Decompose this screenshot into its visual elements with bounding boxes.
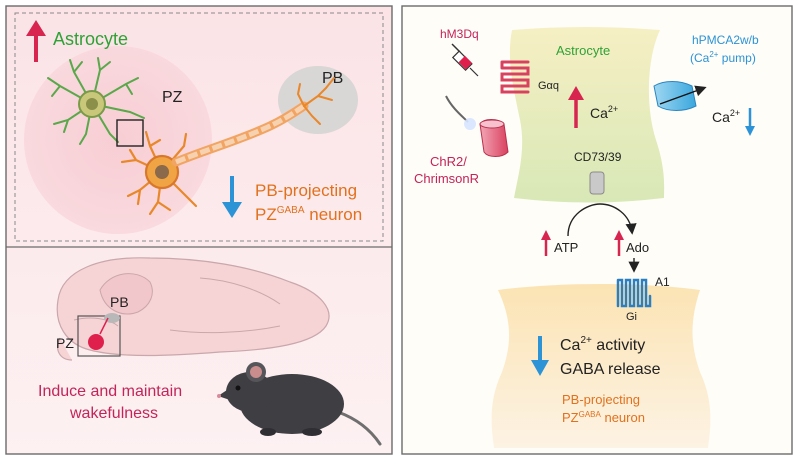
atp-label: ATP xyxy=(554,240,578,255)
brain-zoom-box xyxy=(77,315,121,357)
chr2-label-line1: ChR2/ xyxy=(430,154,467,169)
gaq-receptor-icon xyxy=(500,60,530,94)
conversion-arrow xyxy=(567,203,637,237)
brain-pz-label: PZ xyxy=(56,335,74,351)
left-panel: Astrocyte PZ PB xyxy=(5,5,393,455)
chr2-label-line2: ChrimsonR xyxy=(414,171,479,186)
extracellular-ca-label: Ca2+ xyxy=(712,108,740,125)
ado-label: Ado xyxy=(626,240,649,255)
dashed-inset-box xyxy=(14,12,384,242)
brain-pb-spot xyxy=(104,313,120,323)
neuron-body xyxy=(491,284,711,448)
projection-arrow xyxy=(99,317,109,335)
mouse-illustration xyxy=(217,362,382,446)
brain-sagittal xyxy=(56,257,330,361)
gaba-neuron-cell xyxy=(120,130,198,216)
extracellular-ca-decrease-arrow xyxy=(745,108,755,136)
ca-activity-label: Ca2+ activity xyxy=(560,335,645,354)
pb-region xyxy=(278,66,358,134)
zoom-box xyxy=(116,119,144,147)
astrocyte-increase-arrow xyxy=(26,20,46,62)
astrocyte-label: Astrocyte xyxy=(53,29,128,49)
astrocyte-ca-increase-arrow xyxy=(568,86,584,128)
pz-region xyxy=(24,46,212,234)
pump-label-line1: hPMCA2w/b xyxy=(692,33,759,47)
syringe-icon xyxy=(451,43,479,77)
optic-fiber-icon xyxy=(445,95,476,130)
neuron-label-line2: PZGABA neuron xyxy=(255,205,362,224)
neuron-effect-decrease-arrow xyxy=(531,336,549,376)
axon xyxy=(171,101,309,167)
pump-label-line2: (Ca2+ pump) xyxy=(690,50,756,65)
a1-label: A1 xyxy=(655,275,670,289)
chr2-channel-icon xyxy=(479,119,509,157)
gaba-release-label: GABA release xyxy=(560,361,661,378)
cd73-enzyme-icon xyxy=(589,171,605,195)
astrocyte-title: Astrocyte xyxy=(556,43,610,58)
neuron-label-line2: PZGABA neuron xyxy=(562,410,645,425)
ado-increase-arrow xyxy=(614,230,624,256)
right-panel: Astrocyte hM3Dq Gαq ChR2/ ChrimsonR xyxy=(401,5,793,455)
a1-receptor-icon xyxy=(616,278,652,308)
hm3dq-label: hM3Dq xyxy=(440,27,479,41)
gaq-label: Gαq xyxy=(538,80,559,92)
pz-label: PZ xyxy=(162,89,183,106)
cd73-label: CD73/39 xyxy=(574,150,622,164)
axon-terminal xyxy=(296,77,335,125)
neuron-label-line1: PB-projecting xyxy=(562,392,640,407)
astrocyte-ca-label: Ca2+ xyxy=(590,104,618,121)
astrocyte-body xyxy=(509,27,665,203)
right-panel-frame xyxy=(401,5,793,455)
brain-pb-label: PB xyxy=(110,294,129,310)
brain-pz-spot xyxy=(88,334,104,350)
neuron-label-line1: PB-projecting xyxy=(255,181,357,200)
neuron-decrease-arrow xyxy=(222,176,242,218)
gi-label: Gi xyxy=(626,311,637,323)
left-panel-frame xyxy=(5,5,393,455)
calcium-pump-icon xyxy=(653,81,707,111)
outcome-line1: Induce and maintain xyxy=(38,383,182,400)
outcome-line2: wakefulness xyxy=(69,405,158,422)
atp-increase-arrow xyxy=(541,230,551,256)
astrocyte-cell xyxy=(47,57,145,145)
